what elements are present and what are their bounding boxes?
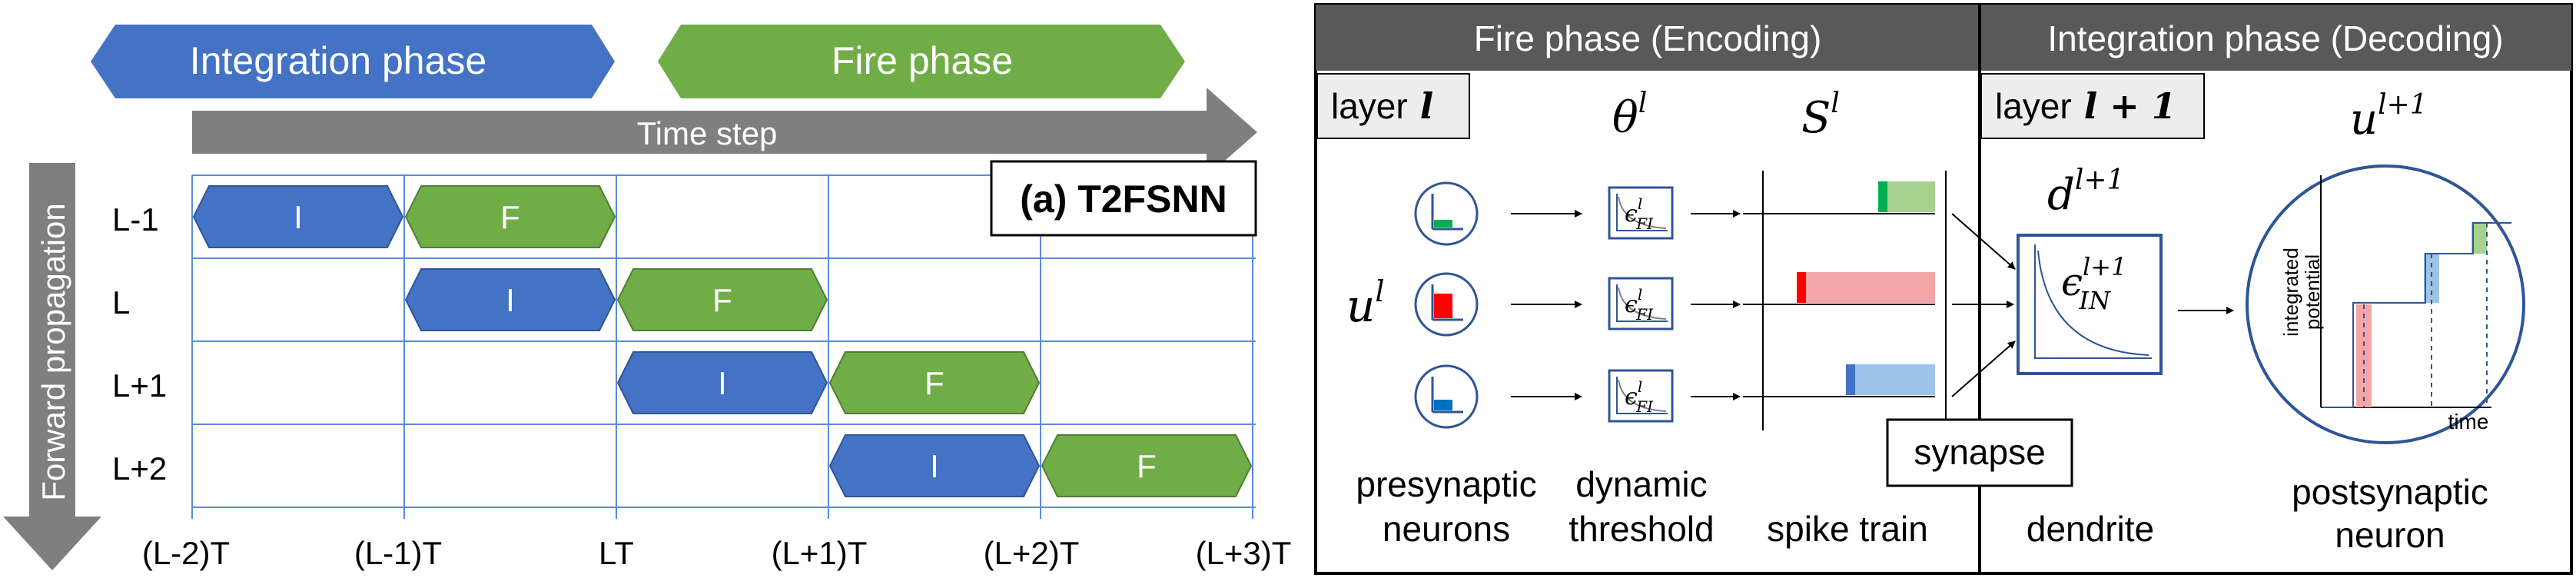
integration-block-label: I (506, 282, 515, 318)
fire-block-label: F (1137, 448, 1157, 484)
timeline-panel: Integration phase Fire phase Time step F… (3, 25, 1291, 571)
time-axis-label: time (2448, 410, 2489, 434)
spike-green (1880, 181, 1935, 212)
fire-block (1041, 434, 1253, 497)
subfigure-label-box (990, 160, 1257, 237)
theta-label: θl (1612, 88, 1647, 143)
timeline-grid (191, 174, 1256, 519)
fire-block-label: F (925, 365, 944, 401)
integration-block-label: I (930, 448, 939, 484)
fire-block (616, 268, 828, 331)
subfigure-label: (a) T2FSNN (1020, 178, 1227, 221)
time-step-label: Time step (637, 115, 778, 151)
time-tick-label: (L+2)T (984, 535, 1080, 571)
fire-phase-header (1316, 5, 1980, 71)
row-label: L+2 (112, 450, 167, 487)
integration-block (404, 268, 616, 331)
u-l1-label: ul+1 (2350, 89, 2428, 144)
integrated-potential-label: integratedpotential (2279, 247, 2324, 337)
integration-block-label: I (718, 365, 727, 401)
spike-train-caption: spike train (1767, 509, 1928, 549)
time-step-arrow (192, 88, 1257, 177)
svg-text:ϵl+1IN: ϵl+1IN (2061, 252, 2126, 315)
fire-phase-label: Fire phase (832, 39, 1013, 82)
integration-phase-banner (91, 25, 615, 98)
time-tick-label: (L+1)T (772, 535, 868, 571)
dendrite-symbol: dl+1 (2047, 164, 2124, 220)
postsynaptic-neuron: integratedpotential time (2246, 164, 2525, 444)
time-tick-label: (L-2)T (142, 535, 230, 571)
time-tick-label: (L-1)T (354, 535, 442, 571)
spike-train-symbol: Sl (1801, 88, 1840, 143)
forward-propagation-label: Forward propagation (35, 203, 71, 501)
integration-block-label: I (294, 199, 303, 235)
presynaptic-neuron-green (1414, 181, 1479, 246)
synapse-box (1886, 418, 2073, 487)
time-tick-label: LT (599, 535, 634, 571)
row-label: L+1 (112, 367, 167, 404)
integration-block (616, 351, 828, 414)
integration-block (192, 185, 404, 248)
fire-block-label: F (712, 282, 732, 318)
presynaptic-neuron-blue (1414, 364, 1479, 429)
integration-block (828, 434, 1041, 497)
fire-block-label: F (500, 199, 520, 235)
forward-propagation-arrow (3, 163, 101, 570)
row-label: L-1 (112, 201, 159, 238)
integration-phase-header (1980, 5, 2571, 71)
dendrite-caption: dendrite (2027, 509, 2154, 549)
arrow (1951, 340, 2016, 397)
snn-diagram-panel: Fire phase (Encoding) Integration phase … (1314, 3, 2573, 575)
integration-phase-label: Integration phase (190, 39, 486, 82)
fire-block (404, 185, 616, 248)
fire-phase-header-label: Fire phase (Encoding) (1474, 18, 1822, 58)
synapse-label: synapse (1914, 432, 2045, 472)
spike-train-plot (1743, 171, 1947, 430)
spike-red (1798, 272, 1935, 303)
integration-phase-header-label: Integration phase (Decoding) (2047, 18, 2503, 58)
u-l-label: ul (1346, 274, 1385, 332)
layer-l1-box (1980, 73, 2205, 139)
fire-block (828, 351, 1041, 414)
layer-l-box (1316, 73, 1470, 139)
arrow (1951, 213, 2016, 270)
fire-phase-banner (658, 25, 1185, 98)
row-label: L (112, 284, 130, 321)
time-tick-label: (L+3)T (1196, 535, 1292, 571)
spike-blue (1847, 364, 1935, 395)
presynaptic-neuron-red (1414, 272, 1479, 337)
